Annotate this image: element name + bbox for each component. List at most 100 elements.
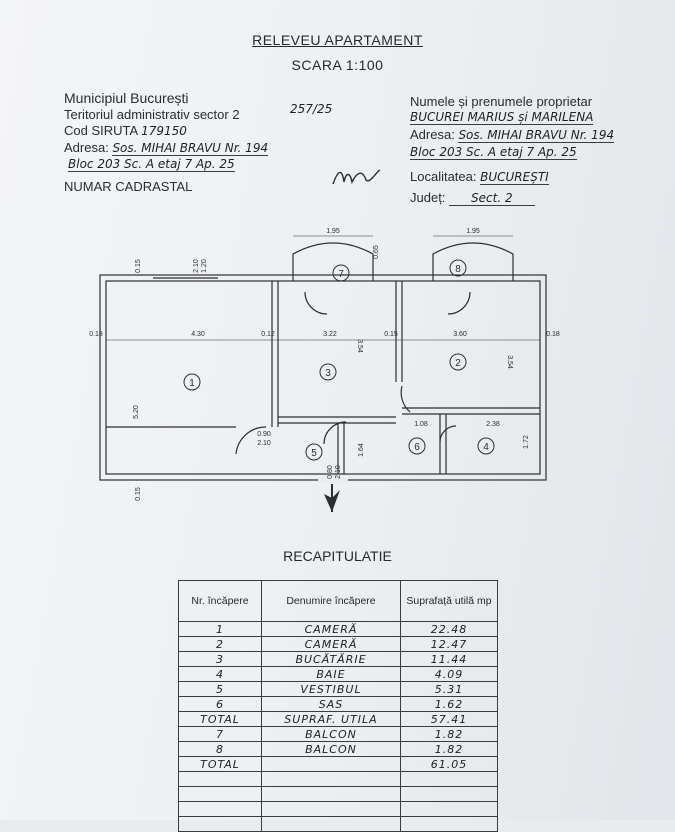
dim-entry: 0.80 — [327, 465, 334, 479]
empty-cell — [178, 816, 262, 832]
territory-line: Teritoriul administrativ sector 2 — [64, 107, 240, 122]
owner-label: Numele și prenumele proprietar — [410, 94, 593, 109]
dim-bottom-left: 0.15 — [135, 487, 142, 501]
locality-line: Localitatea: BUCUREȘTI — [410, 169, 549, 185]
row-name: BALCON — [261, 741, 401, 757]
document-title: RELEVEU APARTAMENT — [252, 32, 423, 48]
dim-room2-width: 3.60 — [453, 331, 467, 338]
header-nr: Nr. încăpere — [178, 580, 262, 622]
empty-cell — [400, 786, 498, 802]
dim-win1: 2.10 — [193, 259, 200, 273]
dim-wall-right: 0.18 — [546, 331, 560, 338]
row-area: 1.82 — [400, 726, 498, 742]
municipality: Municipiul București — [64, 90, 189, 106]
empty-cell — [178, 786, 262, 802]
row-nr: TOTAL — [178, 756, 262, 772]
empty-cell — [400, 801, 498, 817]
empty-cell — [261, 771, 401, 787]
recap-table: Nr. încăpere Denumire încăpere Suprafață… — [178, 580, 498, 832]
header-name: Denumire încăpere — [261, 580, 401, 622]
right-address-line2: Bloc 203 Sc. A etaj 7 Ap. 25 — [410, 145, 577, 160]
room-number-2: 2 — [455, 358, 461, 369]
row-name: VESTIBUL — [261, 681, 401, 697]
room-number-1: 1 — [189, 378, 195, 389]
county-line: Județ: Sect. 2 — [410, 190, 535, 206]
empty-cell — [400, 816, 498, 832]
row-area: 11.44 — [400, 651, 498, 667]
row-nr: 5 — [178, 681, 262, 697]
row-name: BUCĂTĂRIE — [261, 651, 401, 667]
row-nr: 2 — [178, 636, 262, 652]
empty-cell — [261, 801, 401, 817]
row-name: BAIE — [261, 666, 401, 682]
row-nr: 6 — [178, 696, 262, 712]
empty-cell — [261, 816, 401, 832]
row-name: CAMERĂ — [261, 621, 401, 637]
row-name: CAMERĂ — [261, 636, 401, 652]
dim-room4-width: 2.38 — [486, 421, 500, 428]
owner-value: BUCUREI MARIUS și MARILENA — [410, 110, 594, 125]
row-name — [261, 756, 401, 772]
row-nr: 1 — [178, 621, 262, 637]
empty-row — [178, 771, 498, 787]
signature-mark — [332, 169, 381, 185]
empty-cell — [178, 801, 262, 817]
dim-room2-height: 3.54 — [506, 355, 513, 369]
row-area: 1.82 — [400, 741, 498, 757]
dim-balcony8: 1.95 — [466, 228, 480, 235]
room-number-5: 5 — [311, 448, 317, 459]
left-address-line: Adresa: Sos. MIHAI BRAVU Nr. 194 — [64, 140, 269, 156]
dim-win1b: 1.20 — [201, 259, 208, 273]
floor-plan: 1 2 3 4 5 6 7 8 1.95 1.95 4.30 3.22 3.60… — [89, 228, 560, 512]
dim-col: 0.65 — [373, 245, 380, 259]
recap-header-row: Nr. încăpere Denumire încăpere Suprafață… — [178, 580, 498, 622]
dim-vest-height: 1.64 — [358, 443, 365, 457]
row-area: 5.31 — [400, 681, 498, 697]
dim-room3-width: 3.22 — [323, 331, 337, 338]
row-nr: TOTAL — [178, 711, 262, 727]
empty-cell — [400, 771, 498, 787]
row-area: 22.48 — [400, 621, 498, 637]
right-address-line: Adresa: Sos. MIHAI BRAVU Nr. 194 — [410, 127, 615, 143]
room-number-8: 8 — [455, 264, 461, 275]
row-nr: 7 — [178, 726, 262, 742]
row-nr: 4 — [178, 666, 262, 682]
row-area: 12.47 — [400, 636, 498, 652]
empty-cell — [178, 771, 262, 787]
dim-wall-mid2: 0.15 — [384, 331, 398, 338]
row-nr: 3 — [178, 651, 262, 667]
dim-door1: 0.90 — [257, 431, 271, 438]
room-number-7: 7 — [338, 269, 344, 280]
row-area: 1.62 — [400, 696, 498, 712]
dim-door1b: 2.10 — [257, 440, 271, 447]
dim-room4-height: 1.72 — [523, 435, 530, 449]
row-name: BALCON — [261, 726, 401, 742]
dim-room6-width: 1.08 — [414, 421, 428, 428]
row-name: SAS — [261, 696, 401, 712]
fraction-note: 257/25 — [290, 102, 333, 116]
room-number-6: 6 — [414, 442, 420, 453]
header-area: Suprafață utilă mp — [400, 580, 498, 622]
row-area: 4.09 — [400, 666, 498, 682]
room-number-3: 3 — [325, 368, 331, 379]
left-address-line2: Bloc 203 Sc. A etaj 7 Ap. 25 — [68, 157, 235, 172]
row-area: 57.41 — [400, 711, 498, 727]
dim-wall-left: 0.18 — [89, 331, 103, 338]
dim-wall-mid1: 0.12 — [261, 331, 275, 338]
row-nr: 8 — [178, 741, 262, 757]
siruta-line: Cod SIRUTA 179150 — [64, 123, 187, 138]
dim-room3-height: 3.54 — [356, 339, 363, 353]
recap-title: RECAPITULATIE — [283, 548, 392, 564]
